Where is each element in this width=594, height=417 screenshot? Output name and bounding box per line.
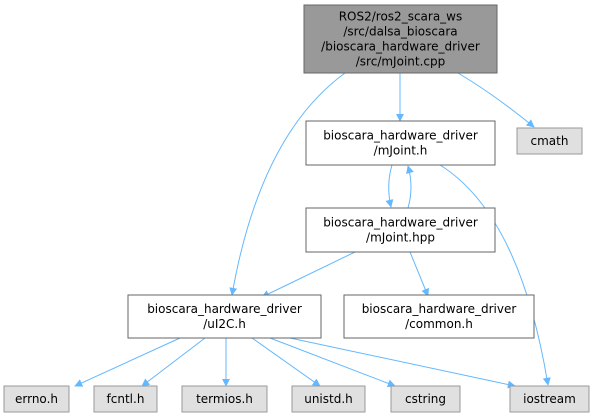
edges bbox=[74, 72, 551, 389]
edge-root-to-cmath bbox=[457, 72, 535, 128]
edge-mjoint-hpp-to-mjoint-h bbox=[406, 165, 414, 209]
node-label-line: unistd.h bbox=[304, 392, 353, 406]
node-box[interactable] bbox=[305, 207, 496, 253]
edge-mjoint-h-to-iostream bbox=[439, 164, 551, 386]
node-label-line: /src/mJoint.cpp bbox=[356, 55, 445, 69]
node-box[interactable] bbox=[93, 385, 158, 413]
edge-mjoint-hpp-to-common-h bbox=[409, 251, 429, 297]
node-label-line: cmath bbox=[531, 134, 569, 148]
edge-root-to-ui2c-h bbox=[229, 72, 346, 296]
edge-ui2c-h-to-errno-h bbox=[74, 337, 181, 387]
node-mjoint-hpp[interactable]: bioscara_hardware_driver/mJoint.hpp bbox=[305, 207, 496, 253]
node-termios-h[interactable]: termios.h bbox=[181, 385, 268, 413]
node-box[interactable] bbox=[343, 294, 535, 339]
node-ui2c-h[interactable]: bioscara_hardware_driver/uI2C.h bbox=[127, 294, 322, 339]
node-label-line: cstring bbox=[405, 392, 446, 406]
edge-mjoint-hpp-to-ui2c-h bbox=[261, 251, 356, 298]
edge-ui2c-h-to-fcntl-h bbox=[141, 337, 206, 387]
node-label-line: errno.h bbox=[15, 392, 58, 406]
node-fcntl-h[interactable]: fcntl.h bbox=[93, 385, 158, 413]
node-label-line: /bioscara_hardware_driver bbox=[321, 40, 480, 54]
node-label-line: bioscara_hardware_driver bbox=[147, 302, 302, 316]
node-label-line: iostream bbox=[523, 392, 576, 406]
node-box[interactable] bbox=[127, 294, 322, 339]
nodes: ROS2/ros2_scara_ws/src/dalsa_bioscara/bi… bbox=[3, 4, 590, 413]
node-cmath[interactable]: cmath bbox=[516, 127, 583, 155]
edge-ui2c-h-to-cstring bbox=[269, 337, 396, 388]
edge-ui2c-h-to-iostream bbox=[289, 337, 516, 389]
node-box[interactable] bbox=[181, 385, 268, 413]
node-label-line: /src/dalsa_bioscara bbox=[343, 25, 457, 39]
node-label-line: /mJoint.h bbox=[374, 144, 428, 158]
node-box[interactable] bbox=[390, 385, 461, 413]
node-label-line: fcntl.h bbox=[107, 392, 145, 406]
node-root[interactable]: ROS2/ros2_scara_ws/src/dalsa_bioscara/bi… bbox=[303, 4, 498, 74]
node-label-line: bioscara_hardware_driver bbox=[362, 302, 517, 316]
node-label-line: bioscara_hardware_driver bbox=[323, 129, 478, 143]
node-box[interactable] bbox=[3, 385, 70, 413]
node-box[interactable] bbox=[516, 127, 583, 155]
node-mjoint-h[interactable]: bioscara_hardware_driver/mJoint.h bbox=[305, 120, 496, 166]
node-errno-h[interactable]: errno.h bbox=[3, 385, 70, 413]
node-label-line: /mJoint.hpp bbox=[366, 231, 435, 245]
node-iostream[interactable]: iostream bbox=[509, 385, 590, 413]
node-label-line: ROS2/ros2_scara_ws bbox=[339, 10, 463, 24]
node-label-line: bioscara_hardware_driver bbox=[323, 216, 478, 230]
edge-mjoint-h-to-mjoint-hpp bbox=[385, 164, 394, 208]
node-box[interactable] bbox=[291, 385, 366, 413]
node-common-h[interactable]: bioscara_hardware_driver/common.h bbox=[343, 294, 535, 339]
node-box[interactable] bbox=[509, 385, 590, 413]
node-cstring[interactable]: cstring bbox=[390, 385, 461, 413]
node-unistd-h[interactable]: unistd.h bbox=[291, 385, 366, 413]
node-box[interactable] bbox=[303, 4, 498, 74]
node-label-line: /common.h bbox=[405, 317, 473, 331]
node-box[interactable] bbox=[305, 120, 496, 166]
node-label-line: termios.h bbox=[196, 392, 253, 406]
edge-ui2c-h-to-unistd-h bbox=[251, 337, 321, 387]
node-label-line: /uI2C.h bbox=[203, 317, 246, 331]
